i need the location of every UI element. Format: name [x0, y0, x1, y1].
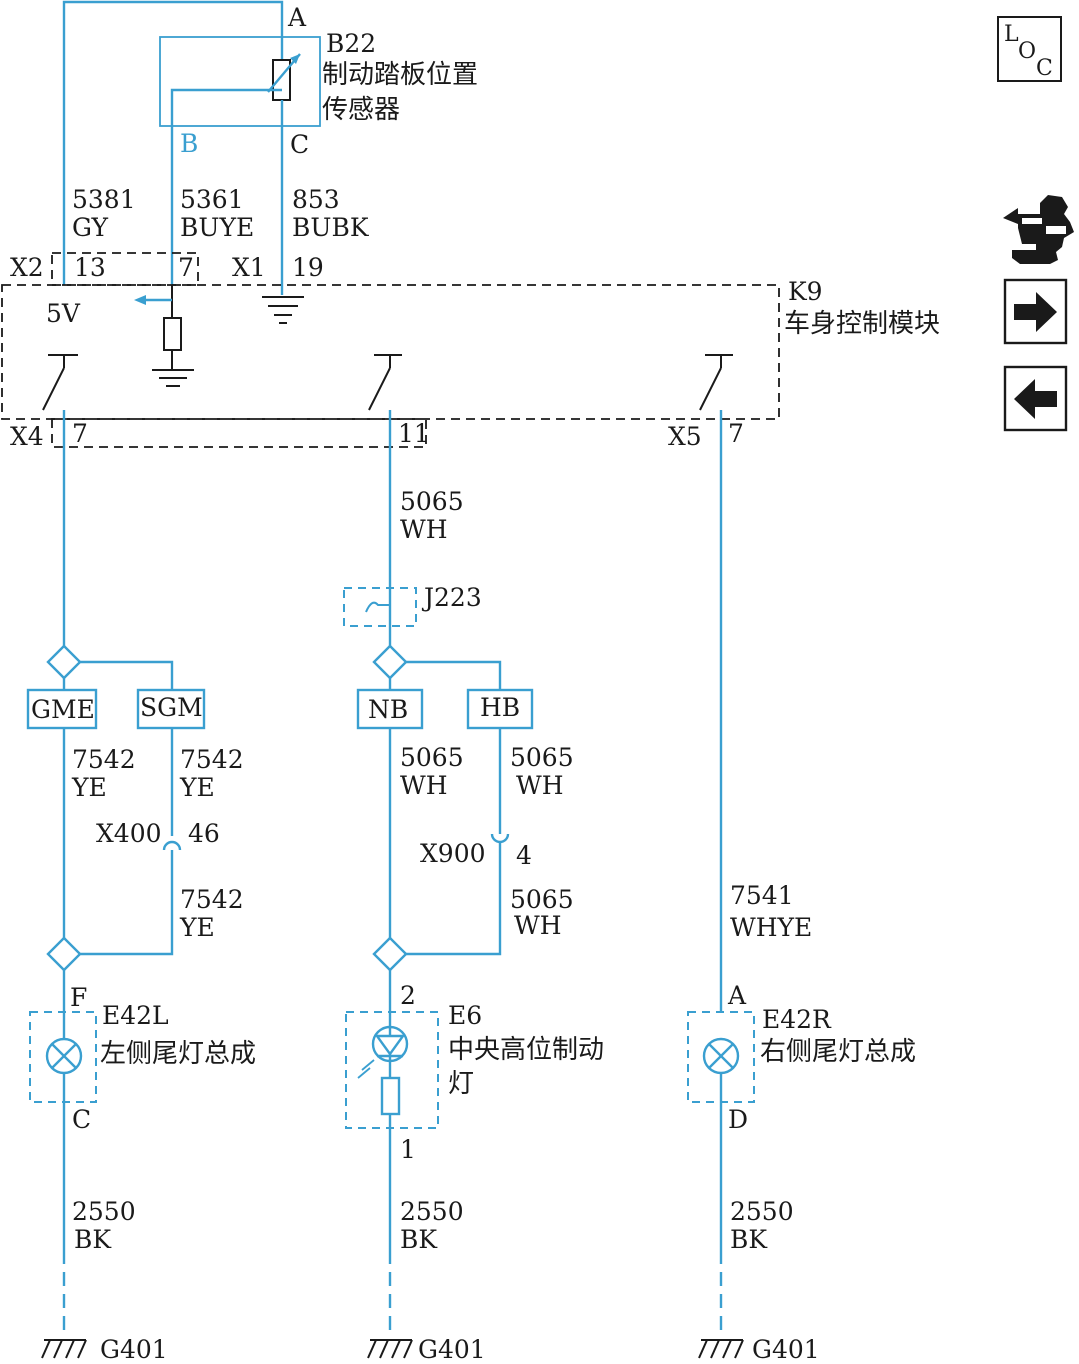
left-branch: GME SGM 7542 YE 7542 YE X400 46 7542 YE	[26, 410, 244, 1012]
option-sgm: SGM	[140, 693, 203, 722]
loc-letter-c: C	[1036, 56, 1053, 81]
wire-circuit-5381: 5381	[72, 185, 136, 214]
mid-a-circuit: 5065	[400, 743, 464, 772]
left-a-circuit: 7542	[72, 745, 136, 774]
center-lamp-pin-in: 2	[400, 981, 416, 1010]
ground-center-label: G401	[418, 1335, 486, 1364]
connector-x5: X5	[668, 422, 702, 451]
wire-circuit-5361: 5361	[180, 185, 244, 214]
mid-color: WH	[400, 515, 448, 544]
connector-x900-pin: 4	[516, 841, 532, 870]
pin-19: 19	[292, 253, 324, 282]
right-branch: 7541 WHYE	[719, 410, 812, 1012]
left-lamp-name: 左侧尾灯总成	[100, 1039, 256, 1069]
left-c-color: YE	[179, 913, 215, 942]
right-lamp-ref: E42R	[762, 1005, 832, 1034]
wire-circuit-853: 853	[292, 185, 340, 214]
right-lamp-pin-in: A	[727, 981, 747, 1010]
option-hb: HB	[480, 693, 520, 722]
ground-symbol-right	[698, 1339, 744, 1359]
option-nb: NB	[368, 695, 408, 724]
wire-color-gy: GY	[72, 213, 109, 242]
ground-symbol-center	[367, 1339, 413, 1359]
left-b-circuit: 7542	[180, 745, 244, 774]
pin-7-x5: 7	[728, 419, 744, 448]
right-circuit: 7541	[730, 881, 794, 910]
pin-7-x2: 7	[178, 253, 194, 282]
splice-j223: J223	[421, 583, 482, 612]
sensor-name-line2: 传感器	[322, 95, 400, 125]
ground-symbol-left	[41, 1339, 87, 1359]
loc-letter-o: O	[1018, 39, 1036, 64]
right-color: WHYE	[730, 913, 812, 942]
brake-pedal-sensor: A B22 制动踏板位置 传感器 B C	[62, 0, 478, 295]
left-a-color: YE	[71, 773, 107, 802]
ground-wire-center-color: BK	[400, 1225, 438, 1254]
sensor-name-line1: 制动踏板位置	[322, 60, 478, 90]
sensor-pin-a: A	[287, 3, 307, 32]
connector-tool-icon[interactable]	[1003, 195, 1074, 264]
left-c-circuit: 7542	[180, 885, 244, 914]
mid-b-color: WH	[516, 771, 564, 800]
loc-button[interactable]: L O C	[997, 16, 1062, 82]
bcm-ref: K9	[788, 277, 823, 306]
bcm-name: 车身控制模块	[784, 309, 940, 339]
mid-c-color: WH	[514, 911, 562, 940]
left-lamp-pin-in: F	[70, 983, 87, 1012]
wire-color-buye: BUYE	[180, 213, 254, 242]
ground-wire-left-color: BK	[74, 1225, 112, 1254]
ground-wire-right-circuit: 2550	[730, 1197, 794, 1226]
left-lamp-ref: E42L	[102, 1001, 169, 1030]
center-high-mount-lamp: 2 E6 中央高位制动 灯 1	[345, 981, 604, 1180]
ground-wire-right-color: BK	[730, 1225, 768, 1254]
ground-left-label: G401	[100, 1335, 168, 1364]
connector-x4: X4	[10, 422, 44, 451]
option-gme: GME	[31, 695, 95, 724]
mid-b-circuit: 5065	[510, 743, 574, 772]
body-control-module: X2 13 7 X1 19 K9 车身控制模块 5V X4 7 11	[1, 252, 940, 451]
right-lamp-name: 右侧尾灯总成	[760, 1037, 916, 1067]
sensor-pin-c: C	[290, 130, 309, 159]
center-lamp-pin-out: 1	[400, 1135, 416, 1164]
connector-x2: X2	[10, 253, 44, 282]
mid-c-circuit: 5065	[510, 885, 574, 914]
arrow-right-icon[interactable]	[1003, 278, 1068, 345]
loc-letter-l: L	[1004, 22, 1019, 47]
connector-x900: X900	[420, 839, 486, 868]
right-lamp-pin-out: D	[728, 1105, 748, 1134]
bcm-voltage: 5V	[46, 299, 81, 328]
left-b-color: YE	[179, 773, 215, 802]
ground-right-label: G401	[752, 1335, 820, 1364]
connector-x1: X1	[232, 253, 266, 282]
mid-a-color: WH	[400, 771, 448, 800]
middle-branch: 5065 WH J223 NB HB 5065 WH 5065 WH X900 …	[343, 410, 574, 1012]
right-tail-lamp: A E42R 右侧尾灯总成 D	[687, 981, 916, 1180]
center-lamp-ref: E6	[448, 1001, 482, 1030]
ground-wire-center-circuit: 2550	[400, 1197, 464, 1226]
pin-11: 11	[398, 419, 430, 448]
sensor-pin-b: B	[180, 129, 198, 158]
connector-x400-pin: 46	[188, 819, 220, 848]
top-wire-labels: 5381 GY 5361 BUYE 853 BUBK	[72, 185, 370, 242]
mid-circuit: 5065	[400, 487, 464, 516]
wire-color-bubk: BUBK	[292, 213, 370, 242]
sensor-ref: B22	[326, 29, 376, 58]
ground-wire-left-circuit: 2550	[72, 1197, 136, 1226]
ground-section: 2550 BK 2550 BK 2550 BK G401 G4	[41, 1180, 820, 1364]
center-lamp-name-line1: 中央高位制动	[448, 1035, 604, 1065]
center-lamp-name-line2: 灯	[448, 1069, 474, 1099]
arrow-left-icon[interactable]	[1003, 365, 1068, 432]
left-tail-lamp: F E42L 左侧尾灯总成 C	[29, 983, 256, 1180]
pin-13: 13	[74, 253, 106, 282]
left-lamp-pin-out: C	[72, 1105, 91, 1134]
pin-7-x4: 7	[72, 419, 88, 448]
connector-x400: X400	[96, 819, 162, 848]
